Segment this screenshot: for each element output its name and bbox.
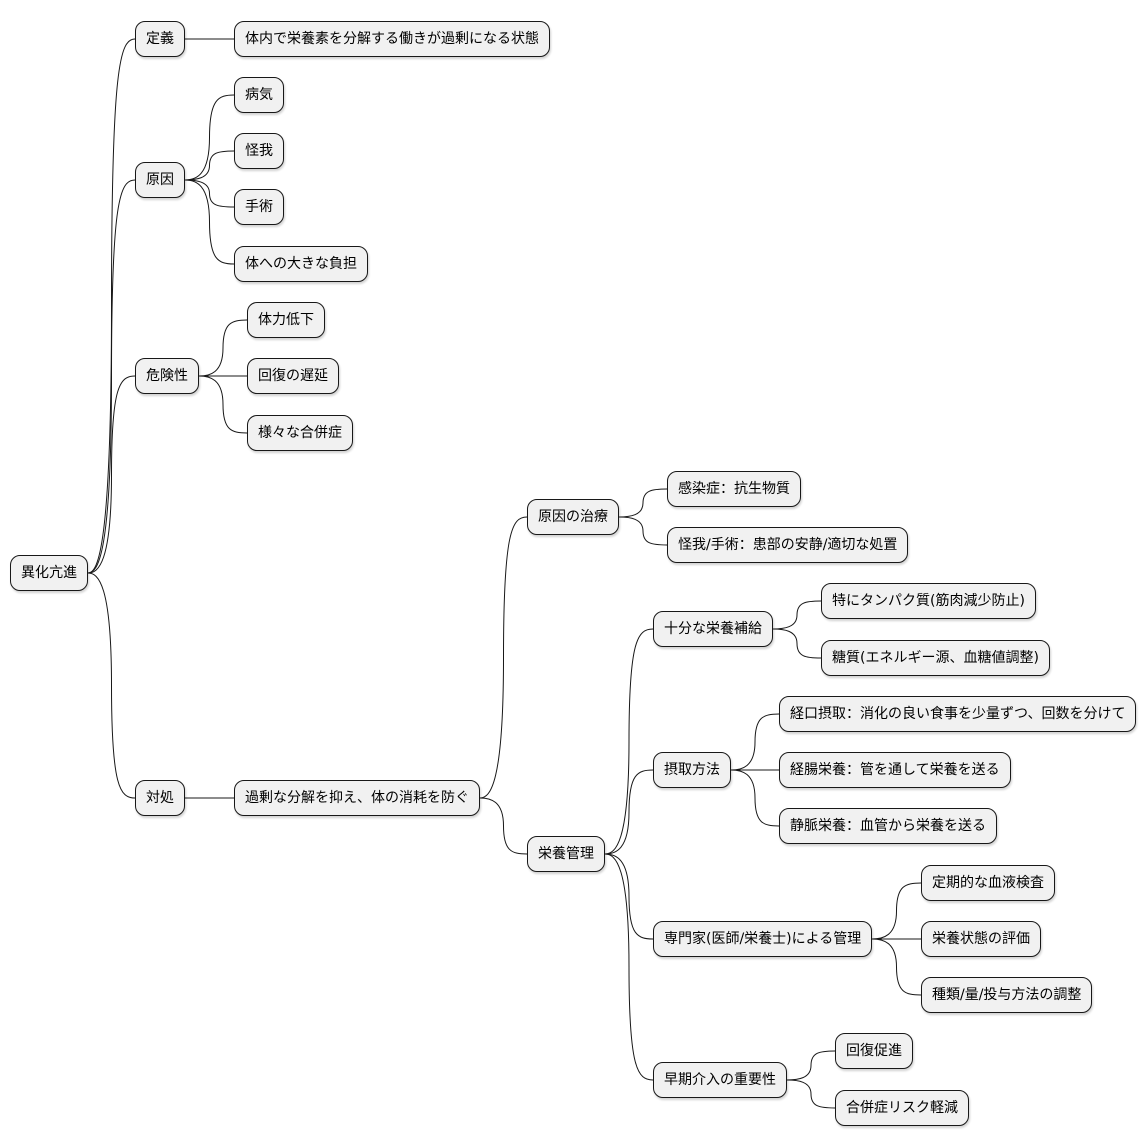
- risk-item: 体力低下: [247, 302, 325, 338]
- edge-n-risk-n-risk-2: [198, 375, 248, 434]
- supplement-item: 糖質(エネルギー源、血糖値調整): [821, 640, 1050, 676]
- edge-n-nut-n-sup: [604, 628, 654, 855]
- edge-n-cause-n-cause-0: [184, 94, 235, 181]
- early-item: 合併症リスク軽減: [835, 1090, 969, 1126]
- cause-item: 体への大きな負担: [234, 246, 368, 282]
- edge-n-cause-n-cause-3: [184, 179, 235, 265]
- edge-n-sup-n-sup-0: [772, 600, 822, 630]
- edge-n-root-n-def: [87, 38, 136, 574]
- edge-n-risk-n-risk-0: [198, 319, 248, 377]
- edge-n-root-n-resp: [87, 572, 136, 799]
- cause-treatment-item: 感染症：抗生物質: [667, 471, 801, 507]
- cause-item: 怪我: [234, 133, 284, 169]
- edge-n-exp-n-exp-2: [871, 938, 922, 996]
- supplement-item: 特にタンパク質(筋肉減少防止): [821, 583, 1036, 619]
- response-goal: 過剰な分解を抑え、体の消耗を防ぐ: [234, 780, 480, 816]
- expert-item: 定期的な血液検査: [921, 865, 1055, 901]
- edge-n-nut-n-exp: [604, 853, 654, 940]
- edge-n-root-n-cause: [87, 179, 136, 574]
- definition-text: 体内で栄養素を分解する働きが過剰になる状態: [234, 21, 550, 57]
- edge-n-cause-n-cause-2: [184, 179, 235, 208]
- nutrition-node: 栄養管理: [527, 836, 605, 872]
- edge-n-ct-n-ct-0: [618, 488, 668, 518]
- branch-causes: 原因: [135, 162, 185, 198]
- early-node: 早期介入の重要性: [653, 1062, 787, 1098]
- edge-n-sup-n-sup-1: [772, 628, 822, 659]
- edge-n-goal-n-ct: [479, 516, 528, 799]
- risk-item: 様々な合併症: [247, 415, 353, 451]
- edge-n-goal-n-nut: [479, 797, 528, 855]
- cause-treatment-node: 原因の治療: [527, 499, 619, 535]
- early-item: 回復促進: [835, 1033, 913, 1069]
- edge-n-cause-n-cause-1: [184, 150, 235, 181]
- root-node: 異化亢進: [10, 555, 88, 591]
- expert-item: 栄養状態の評価: [921, 921, 1041, 957]
- edge-n-early-n-early-1: [786, 1079, 836, 1109]
- edge-n-ct-n-ct-1: [618, 516, 668, 546]
- cause-item: 病気: [234, 77, 284, 113]
- edge-n-exp-n-exp-0: [871, 882, 922, 940]
- intake-item: 静脈栄養：血管から栄養を送る: [779, 808, 997, 844]
- edge-n-early-n-early-0: [786, 1050, 836, 1081]
- intake-node: 摂取方法: [653, 752, 731, 788]
- edge-n-int-n-int-0: [730, 713, 780, 771]
- edge-n-int-n-int-2: [730, 769, 780, 827]
- cause-treatment-item: 怪我/手術：患部の安静/適切な処置: [667, 527, 909, 563]
- expert-node: 専門家(医師/栄養士)による管理: [653, 921, 873, 957]
- branch-response: 対処: [135, 780, 185, 816]
- edge-n-root-n-risk: [87, 375, 136, 574]
- edge-n-nut-n-early: [604, 853, 654, 1081]
- supplement-node: 十分な栄養補給: [653, 611, 773, 647]
- cause-item: 手術: [234, 189, 284, 225]
- intake-item: 経口摂取：消化の良い食事を少量ずつ、回数を分けて: [779, 696, 1137, 732]
- edge-n-nut-n-int: [604, 769, 654, 855]
- branch-definition: 定義: [135, 21, 185, 57]
- expert-item: 種類/量/投与方法の調整: [921, 977, 1093, 1013]
- intake-item: 経腸栄養：管を通して栄養を送る: [779, 752, 1011, 788]
- risk-item: 回復の遅延: [247, 358, 339, 394]
- branch-risks: 危険性: [135, 358, 199, 394]
